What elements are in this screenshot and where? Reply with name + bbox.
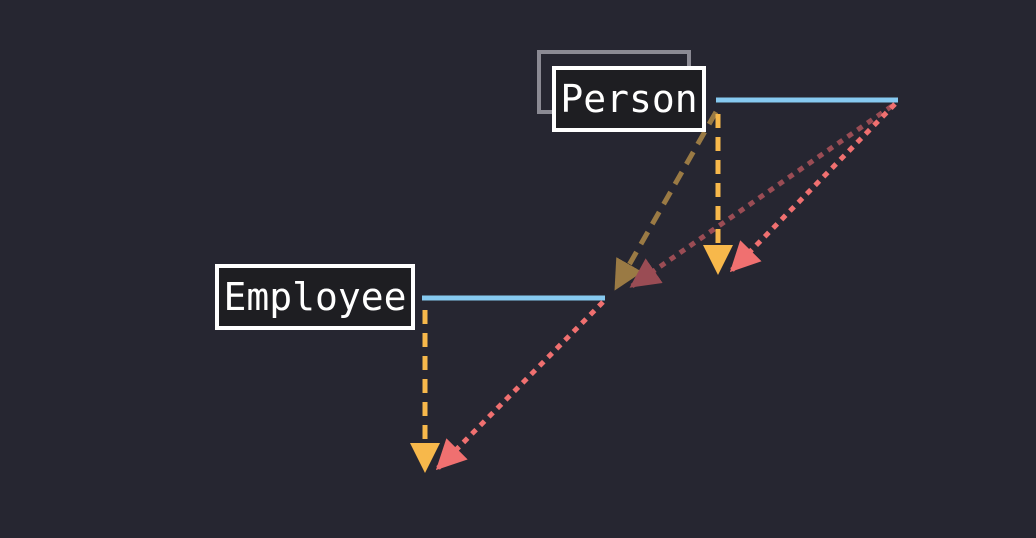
- node-person-label: Person: [560, 77, 698, 121]
- node-employee[interactable]: Employee: [215, 264, 415, 330]
- arrow-person-end-down: [729, 102, 897, 273]
- arrow-employee-end-down: [435, 300, 605, 471]
- arrow-person-to-employee-end: [613, 110, 719, 291]
- node-person[interactable]: Person: [552, 66, 706, 132]
- arrow-person-end-to-employee-end: [629, 103, 894, 289]
- node-employee-label: Employee: [223, 275, 407, 319]
